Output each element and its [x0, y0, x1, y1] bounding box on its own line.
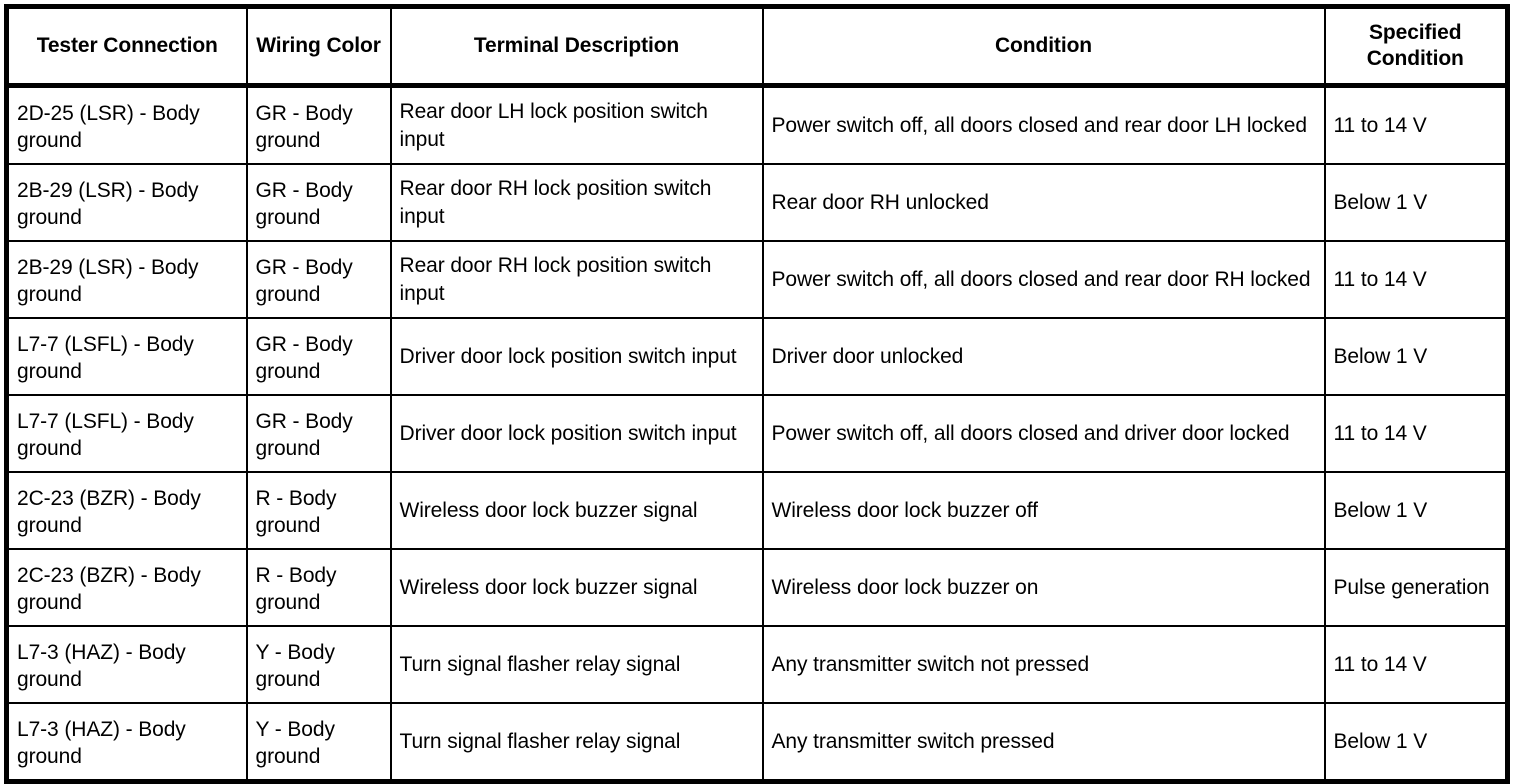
cell-condition: Driver door unlocked [762, 317, 1326, 395]
cell-terminal-description: Turn signal flasher relay signal [390, 702, 764, 782]
cell-wiring-color: GR - Body ground [246, 85, 392, 164]
cell-wiring-color: R - Body ground [246, 471, 392, 549]
cell-tester-connection: 2B-29 (LSR) - Body ground [6, 240, 248, 318]
cell-specified-condition: 11 to 14 V [1324, 240, 1508, 318]
cell-terminal-description: Driver door lock position switch input [390, 394, 764, 472]
cell-specified-condition: Pulse generation [1324, 548, 1508, 626]
cell-tester-connection: 2C-23 (BZR) - Body ground [6, 548, 248, 626]
table-row: L7-3 (HAZ) - Body ground Y - Body ground… [6, 702, 1508, 782]
cell-wiring-color: GR - Body ground [246, 394, 392, 472]
cell-terminal-description: Driver door lock position switch input [390, 317, 764, 395]
cell-terminal-description: Wireless door lock buzzer signal [390, 471, 764, 549]
cell-specified-condition: Below 1 V [1324, 471, 1508, 549]
cell-specified-condition: Below 1 V [1324, 317, 1508, 395]
cell-condition: Any transmitter switch pressed [762, 702, 1326, 782]
table-row: L7-3 (HAZ) - Body ground Y - Body ground… [6, 625, 1508, 703]
cell-specified-condition: Below 1 V [1324, 163, 1508, 241]
cell-terminal-description: Rear door LH lock position switch input [390, 85, 764, 164]
cell-tester-connection: 2B-29 (LSR) - Body ground [6, 163, 248, 241]
cell-wiring-color: GR - Body ground [246, 240, 392, 318]
cell-wiring-color: GR - Body ground [246, 317, 392, 395]
cell-specified-condition: 11 to 14 V [1324, 625, 1508, 703]
table-row: L7-7 (LSFL) - Body ground GR - Body grou… [6, 394, 1508, 472]
cell-tester-connection: L7-3 (HAZ) - Body ground [6, 702, 248, 782]
table-row: 2C-23 (BZR) - Body ground R - Body groun… [6, 548, 1508, 626]
table-row: 2C-23 (BZR) - Body ground R - Body groun… [6, 471, 1508, 549]
cell-condition: Power switch off, all doors closed and r… [762, 85, 1326, 164]
table-row: 2B-29 (LSR) - Body ground GR - Body grou… [6, 240, 1508, 318]
cell-tester-connection: L7-7 (LSFL) - Body ground [6, 317, 248, 395]
cell-condition: Wireless door lock buzzer on [762, 548, 1326, 626]
cell-condition: Wireless door lock buzzer off [762, 471, 1326, 549]
table-body: 2D-25 (LSR) - Body ground GR - Body grou… [6, 85, 1508, 782]
cell-condition: Power switch off, all doors closed and d… [762, 394, 1326, 472]
table-header: Tester Connection Wiring Color Terminal … [6, 6, 1508, 88]
table-row: 2D-25 (LSR) - Body ground GR - Body grou… [6, 85, 1508, 164]
column-header-wiring-color: Wiring Color [246, 6, 392, 88]
cell-terminal-description: Wireless door lock buzzer signal [390, 548, 764, 626]
cell-condition: Any transmitter switch not pressed [762, 625, 1326, 703]
column-header-tester-connection: Tester Connection [6, 6, 248, 88]
cell-specified-condition: 11 to 14 V [1333, 113, 1427, 137]
table-header-row: Tester Connection Wiring Color Terminal … [6, 6, 1508, 88]
cell-tester-connection: 2D-25 (LSR) - Body ground [6, 85, 248, 164]
column-header-specified-condition: Specified Condition [1324, 6, 1508, 88]
column-header-terminal-description: Terminal Description [390, 6, 764, 88]
cell-wiring-color: Y - Body ground [246, 625, 392, 703]
cell-terminal-description: Turn signal flasher relay signal [390, 625, 764, 703]
cell-condition: Rear door RH unlocked [762, 163, 1326, 241]
terminal-inspection-table: Tester Connection Wiring Color Terminal … [4, 4, 1510, 784]
cell-tester-connection: L7-7 (LSFL) - Body ground [6, 394, 248, 472]
table-sheet: Tester Connection Wiring Color Terminal … [4, 4, 1510, 784]
cell-tester-connection: 2C-23 (BZR) - Body ground [6, 471, 248, 549]
cell-wiring-color: GR - Body ground [246, 163, 392, 241]
column-header-condition: Condition [762, 6, 1326, 88]
table-row: 2B-29 (LSR) - Body ground GR - Body grou… [6, 163, 1508, 241]
cell-specified-condition: 11 to 14 V [1324, 394, 1508, 472]
cell-tester-connection: L7-3 (HAZ) - Body ground [6, 625, 248, 703]
cell-terminal-description: Rear door RH lock position switch input [390, 163, 764, 241]
cell-condition: Power switch off, all doors closed and r… [762, 240, 1326, 318]
cell-wiring-color: Y - Body ground [246, 702, 392, 782]
cell-wiring-color: R - Body ground [246, 548, 392, 626]
cell-specified-condition: Below 1 V [1324, 702, 1508, 782]
table-row: L7-7 (LSFL) - Body ground GR - Body grou… [6, 317, 1508, 395]
cell-terminal-description: Rear door RH lock position switch input [390, 240, 764, 318]
